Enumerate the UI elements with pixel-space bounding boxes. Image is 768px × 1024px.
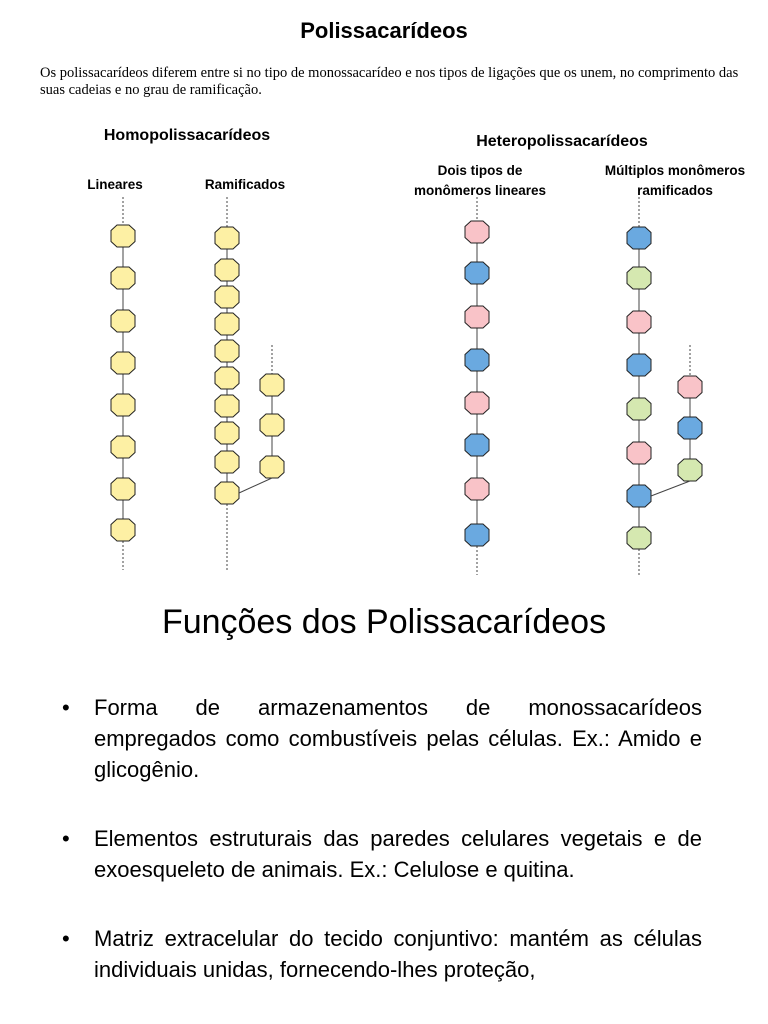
monomer-hexagon (214, 450, 240, 474)
monomer-hexagon (110, 435, 136, 459)
monomer-chains (110, 197, 703, 575)
monomer-hexagon (110, 477, 136, 501)
monomer-hexagon (464, 391, 490, 415)
monomer-hexagon (214, 421, 240, 445)
intro-paragraph: Os polissacarídeos diferem entre si no t… (40, 65, 739, 98)
monomer-hexagon (677, 458, 703, 482)
monomer-hexagon (464, 523, 490, 547)
monomer-hexagon (626, 526, 652, 550)
monomer-hexagon (110, 393, 136, 417)
monomer-hexagon (214, 366, 240, 390)
hetero-title: Heteropolissacarídeos (476, 133, 648, 150)
list-item-text: Elementos estruturais das paredes celula… (94, 826, 702, 882)
monomer-hexagon (110, 224, 136, 248)
glycosidic-bond (238, 477, 273, 494)
monomer-hexagon (626, 441, 652, 465)
monomer-hexagon (626, 310, 652, 334)
monomer-hexagon (259, 413, 285, 437)
monomer-hexagon (259, 455, 285, 479)
monomer-hexagon (214, 258, 240, 282)
homo-branched-label: Ramificados (205, 177, 285, 192)
monomer-hexagon (626, 353, 652, 377)
homo-linear-label: Lineares (87, 177, 143, 192)
list-item-text: Matriz extracelular do tecido conjuntivo… (94, 926, 702, 982)
polysaccharide-diagram: Homopolissacarídeos Heteropolissacarídeo… (87, 127, 745, 575)
hetero-branched-label-1: Múltiplos monômeros (605, 163, 745, 178)
monomer-hexagon (259, 373, 285, 397)
monomer-hexagon (110, 309, 136, 333)
list-item-text: Forma de armazenamentos de monossacaríde… (94, 695, 702, 782)
monomer-hexagon (214, 285, 240, 309)
monomer-hexagon (110, 518, 136, 542)
bullet-icon: • (62, 926, 70, 951)
list-item: • Forma de armazenamentos de monossacarí… (62, 692, 702, 785)
bullet-icon: • (62, 695, 70, 720)
monomer-hexagon (214, 339, 240, 363)
monomer-hexagon (464, 477, 490, 501)
monomer-hexagon (214, 481, 240, 505)
list-item: • Matriz extracelular do tecido conjunti… (62, 923, 702, 985)
monomer-hexagon (110, 351, 136, 375)
monomer-hexagon (626, 484, 652, 508)
monomer-hexagon (464, 220, 490, 244)
monomer-hexagon (214, 394, 240, 418)
monomer-hexagon (626, 226, 652, 250)
monomer-hexagon (626, 266, 652, 290)
monomer-hexagon (464, 348, 490, 372)
bullet-icon: • (62, 826, 70, 851)
monomer-hexagon (626, 397, 652, 421)
monomer-hexagon (464, 261, 490, 285)
list-item: • Elementos estruturais das paredes celu… (62, 823, 702, 885)
page-title: Polissacarídeos (300, 18, 468, 43)
monomer-hexagon (677, 416, 703, 440)
glycosidic-bond (650, 480, 691, 497)
functions-list: • Forma de armazenamentos de monossacarí… (62, 692, 702, 985)
monomer-hexagon (677, 375, 703, 399)
monomer-hexagon (110, 266, 136, 290)
homo-title: Homopolissacarídeos (104, 127, 270, 144)
monomer-hexagon (214, 226, 240, 250)
section-title: Funções dos Polissacarídeos (161, 603, 607, 641)
monomer-hexagon (214, 312, 240, 336)
hetero-branched-label-2: ramificados (637, 183, 713, 198)
monomer-hexagon (464, 305, 490, 329)
monomer-hexagon (464, 433, 490, 457)
hetero-linear-label-2: monômeros lineares (414, 183, 546, 198)
hetero-linear-label-1: Dois tipos de (438, 163, 523, 178)
